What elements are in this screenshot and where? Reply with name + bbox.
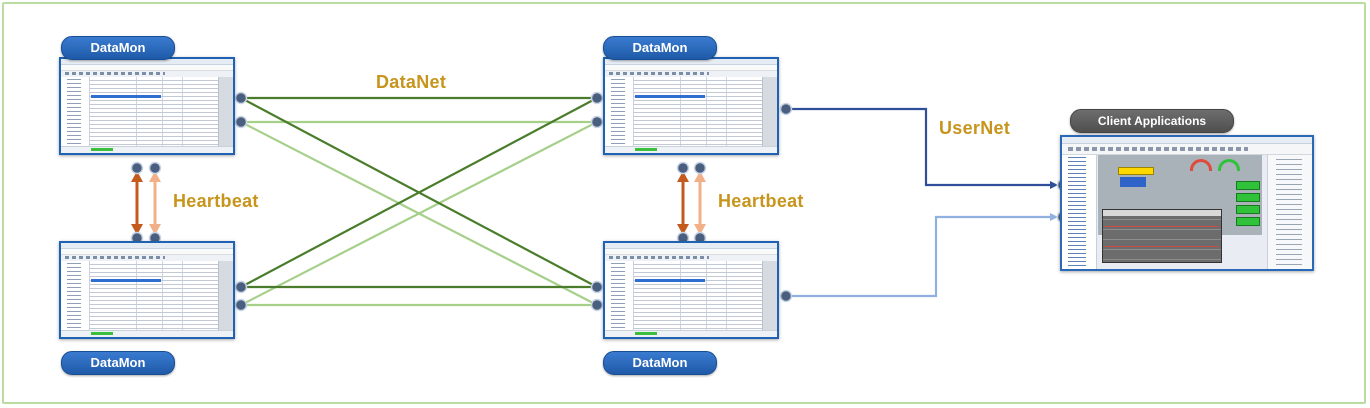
heartbeat-left-secondary-head-up [149, 171, 161, 182]
datanet-label: DataNet [376, 72, 447, 92]
client-application-window [1060, 135, 1314, 271]
datamon-server-bottom-right [603, 241, 779, 339]
port-tr-left-1 [590, 91, 604, 105]
heartbeat-right-secondary-head-up [694, 171, 706, 182]
datamon-server-top-right [603, 57, 779, 155]
heartbeat-left-primary-head-down [131, 224, 143, 235]
heartbeat-left-primary-head-up [131, 171, 143, 182]
datamon-label-bottom-left: DataMon [61, 351, 175, 375]
port-tl-bottom-1 [130, 161, 144, 175]
port-tr-left-2 [590, 115, 604, 129]
port-tl-bottom-2 [148, 161, 162, 175]
port-tr-bottom-1 [676, 161, 690, 175]
port-tl-right-1 [234, 91, 248, 105]
datamon-label-top-right: DataMon [603, 36, 717, 60]
port-tl-right-2 [234, 115, 248, 129]
datamon-server-top-left [59, 57, 235, 155]
datamon-server-bottom-left [59, 241, 235, 339]
datamon-label-top-left: DataMon [61, 36, 175, 60]
client-applications-label: Client Applications [1070, 109, 1234, 133]
heartbeat-label-right: Heartbeat [718, 191, 804, 211]
usernet-secondary-link [786, 213, 1058, 298]
port-br-right [779, 289, 793, 303]
heartbeat-right-primary-head-up [677, 171, 689, 182]
datanet-primary-bl-tr [240, 97, 598, 288]
datamon-label-bottom-right: DataMon [603, 351, 717, 375]
heartbeat-right-primary-head-down [677, 224, 689, 235]
port-bl-right-1 [234, 280, 248, 294]
datanet-secondary-bl-tr [240, 121, 598, 306]
port-br-left-2 [590, 298, 604, 312]
port-tr-bottom-2 [693, 161, 707, 175]
port-bl-right-2 [234, 298, 248, 312]
port-tr-right [779, 102, 793, 116]
port-br-left-1 [590, 280, 604, 294]
heartbeat-label-left: Heartbeat [173, 191, 259, 211]
usernet-primary-link [786, 107, 1058, 189]
usernet-label: UserNet [939, 118, 1011, 138]
heartbeat-right-secondary-head-down [694, 224, 706, 235]
heartbeat-left-secondary-head-down [149, 224, 161, 235]
